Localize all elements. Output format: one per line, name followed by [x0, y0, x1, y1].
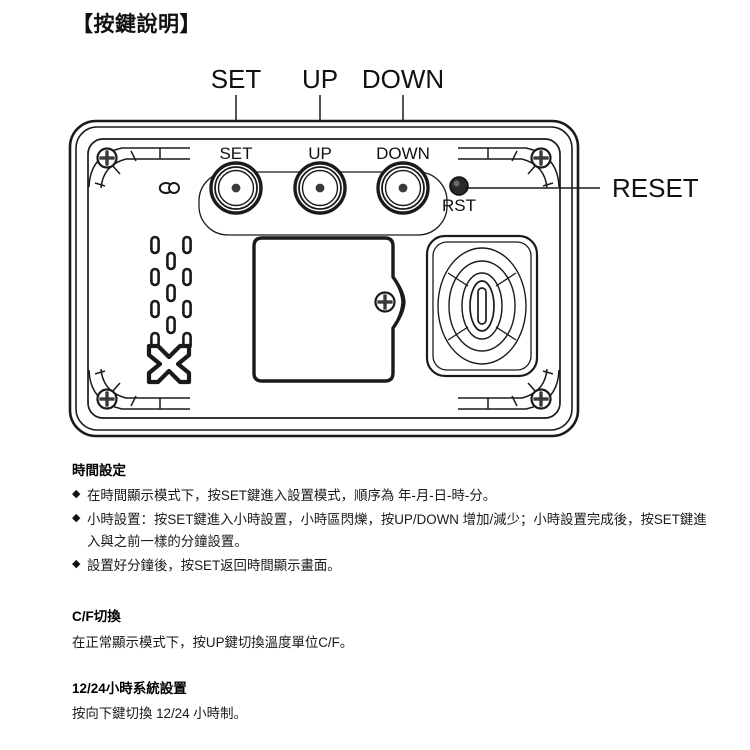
section-body-hour-system: 按向下鍵切換 12/24 小時制。 — [72, 706, 247, 722]
device-label-down: DOWN — [376, 144, 430, 163]
callout-label-up: UP — [302, 64, 338, 94]
section-heading-time-setting: 時間設定 — [72, 463, 126, 478]
corner-screw-bottom-left — [96, 388, 118, 410]
up-button[interactable] — [293, 161, 347, 215]
corner-screw-bottom-right — [530, 388, 552, 410]
device-body: SET UP DOWN — [68, 119, 580, 438]
callout-label-set: SET — [211, 64, 262, 94]
device-label-up: UP — [308, 144, 332, 163]
callout-label-down: DOWN — [362, 64, 444, 94]
bullet-marker-icon: ◆ — [72, 488, 81, 501]
device-shell-inner-edge — [75, 126, 573, 431]
list-item-text: 在時間顯示模式下，按SET鍵進入設置模式，順序為 年-月-日-時-分。 — [87, 488, 497, 504]
battery-cover-screw — [374, 291, 396, 313]
list-item: ◆ 在時間顯示模式下，按SET鍵進入設置模式，順序為 年-月-日-時-分。 — [72, 485, 712, 508]
double-circle-mark-icon — [158, 182, 180, 194]
bullet-marker-icon: ◆ — [72, 557, 81, 570]
x-mark-icon — [146, 343, 192, 385]
section-heading-hour-system: 12/24小時系統設置 — [72, 681, 187, 697]
time-setting-bullets: ◆ 在時間顯示模式下，按SET鍵進入設置模式，順序為 年-月-日-時-分。 ◆ … — [72, 485, 712, 577]
section-cf-switch: C/F切換 在正常顯示模式下，按UP鍵切換溫度單位C/F。 — [72, 608, 712, 654]
page-title: 【按鍵說明】 — [72, 13, 201, 36]
device-label-set: SET — [219, 144, 252, 163]
section-hour-system: 12/24小時系統設置 按向下鍵切換 12/24 小時制。 — [72, 680, 712, 726]
set-button[interactable] — [209, 161, 263, 215]
reset-button[interactable] — [449, 176, 469, 196]
spacer — [72, 654, 712, 680]
list-item: ◆ 小時設置：按SET鍵進入小時設置，小時區閃爍，按UP/DOWN 增加/減少；… — [72, 509, 712, 554]
section-time-setting: 時間設定 ◆ 在時間顯示模式下，按SET鍵進入設置模式，順序為 年-月-日-時-… — [72, 462, 712, 577]
device-diagram-svg: SET UP DOWN — [68, 64, 699, 438]
list-item: ◆ 設置好分鐘後，按SET返回時間顯示畫面。 — [72, 555, 712, 578]
corner-screw-top-left — [96, 147, 118, 169]
spacer — [72, 578, 712, 608]
device-label-rst: RST — [442, 196, 476, 215]
corner-screw-top-right — [530, 147, 552, 169]
battery-cover[interactable] — [252, 236, 406, 383]
down-button[interactable] — [376, 161, 430, 215]
device-diagram: SET UP DOWN — [0, 55, 750, 445]
speaker-grille — [425, 234, 539, 378]
section-heading-cf-switch: C/F切換 — [72, 609, 121, 625]
callout-label-reset: RESET — [612, 173, 699, 203]
list-item-text: 小時設置：按SET鍵進入小時設置，小時區閃爍，按UP/DOWN 增加/減少；小時… — [87, 511, 707, 550]
list-item-text: 設置好分鐘後，按SET返回時間顯示畫面。 — [87, 557, 341, 573]
instructions-content: 時間設定 ◆ 在時間顯示模式下，按SET鍵進入設置模式，順序為 年-月-日-時-… — [72, 462, 712, 726]
bullet-marker-icon: ◆ — [72, 511, 81, 524]
section-body-cf-switch: 在正常顯示模式下，按UP鍵切換溫度單位C/F。 — [72, 634, 354, 650]
